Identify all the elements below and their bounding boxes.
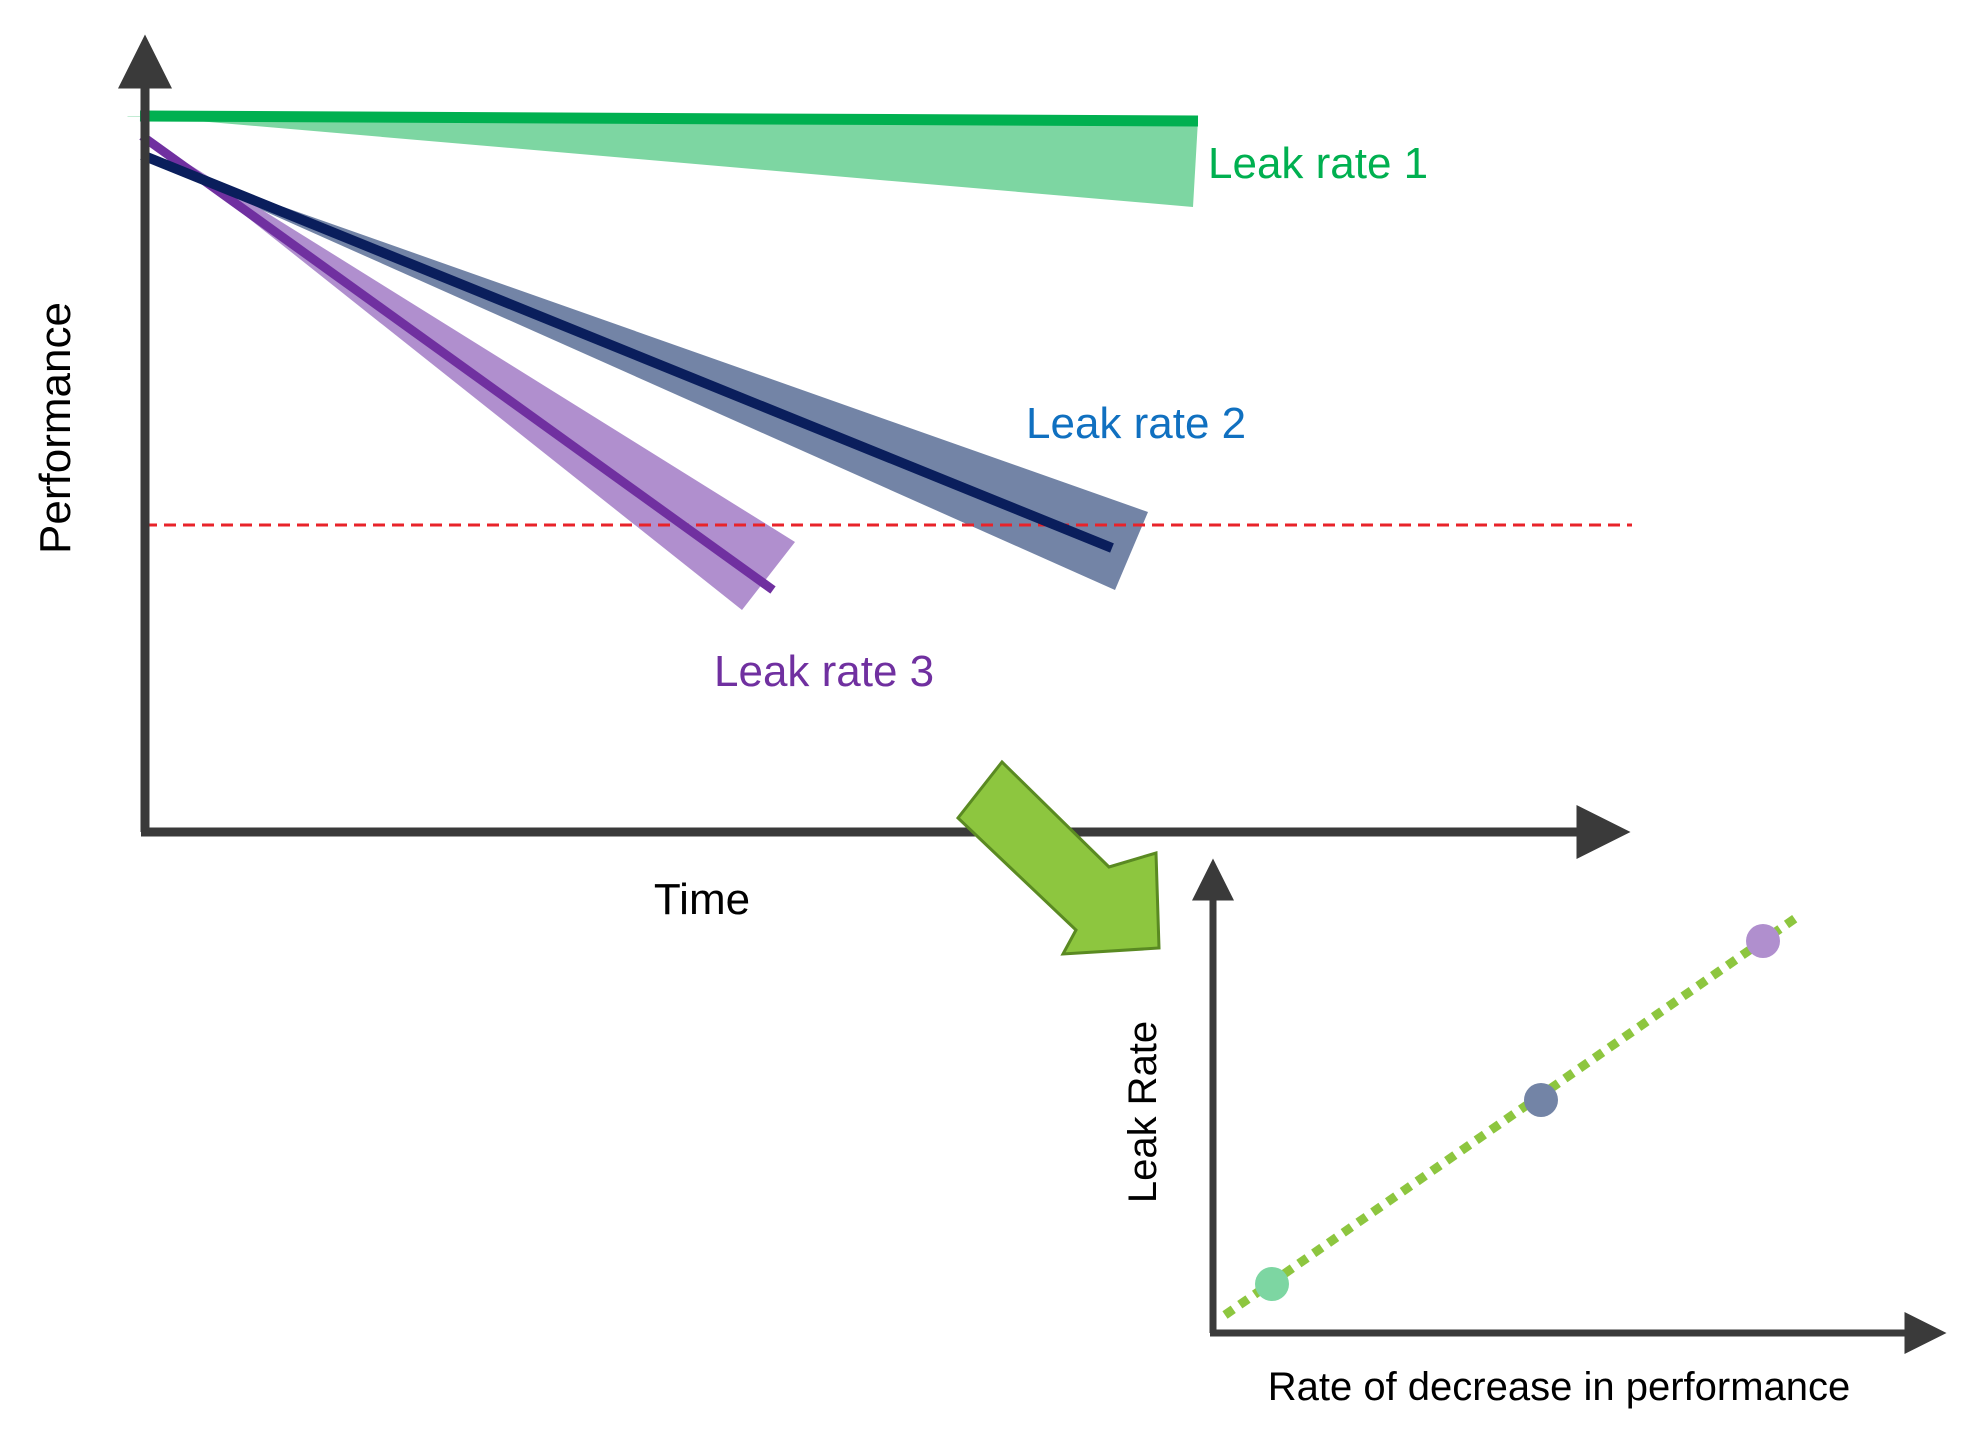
inset-point-leak-rate-3 bbox=[1746, 924, 1780, 958]
main-y-axis-label: Performance bbox=[31, 302, 80, 554]
inset-x-axis-label: Rate of decrease in performance bbox=[1268, 1365, 1851, 1409]
inset-chart: Rate of decrease in performance Leak Rat… bbox=[1121, 858, 1947, 1409]
main-x-axis-label: Time bbox=[654, 875, 750, 924]
line-leak-rate-3 bbox=[139, 132, 776, 594]
band-leak-rate-2 bbox=[145, 158, 1148, 590]
connector-arrow bbox=[955, 759, 1161, 956]
inset-y-axis-label: Leak Rate bbox=[1121, 1021, 1165, 1203]
band-leak-rate-1 bbox=[120, 116, 1198, 207]
inset-point-leak-rate-2 bbox=[1524, 1083, 1558, 1117]
line-leak-rate-1 bbox=[139, 110, 1199, 127]
main-chart: Leak rate 1 Leak rate 2 Leak rate 3 Time… bbox=[31, 34, 1632, 924]
inset-trend-line bbox=[1222, 911, 1803, 1319]
series-label-leak-rate-3: Leak rate 3 bbox=[714, 647, 934, 696]
inset-point-leak-rate-1 bbox=[1255, 1267, 1289, 1301]
series-label-leak-rate-1: Leak rate 1 bbox=[1208, 139, 1428, 188]
series-label-leak-rate-2: Leak rate 2 bbox=[1026, 399, 1246, 448]
line-leak-rate-2 bbox=[140, 150, 1114, 553]
